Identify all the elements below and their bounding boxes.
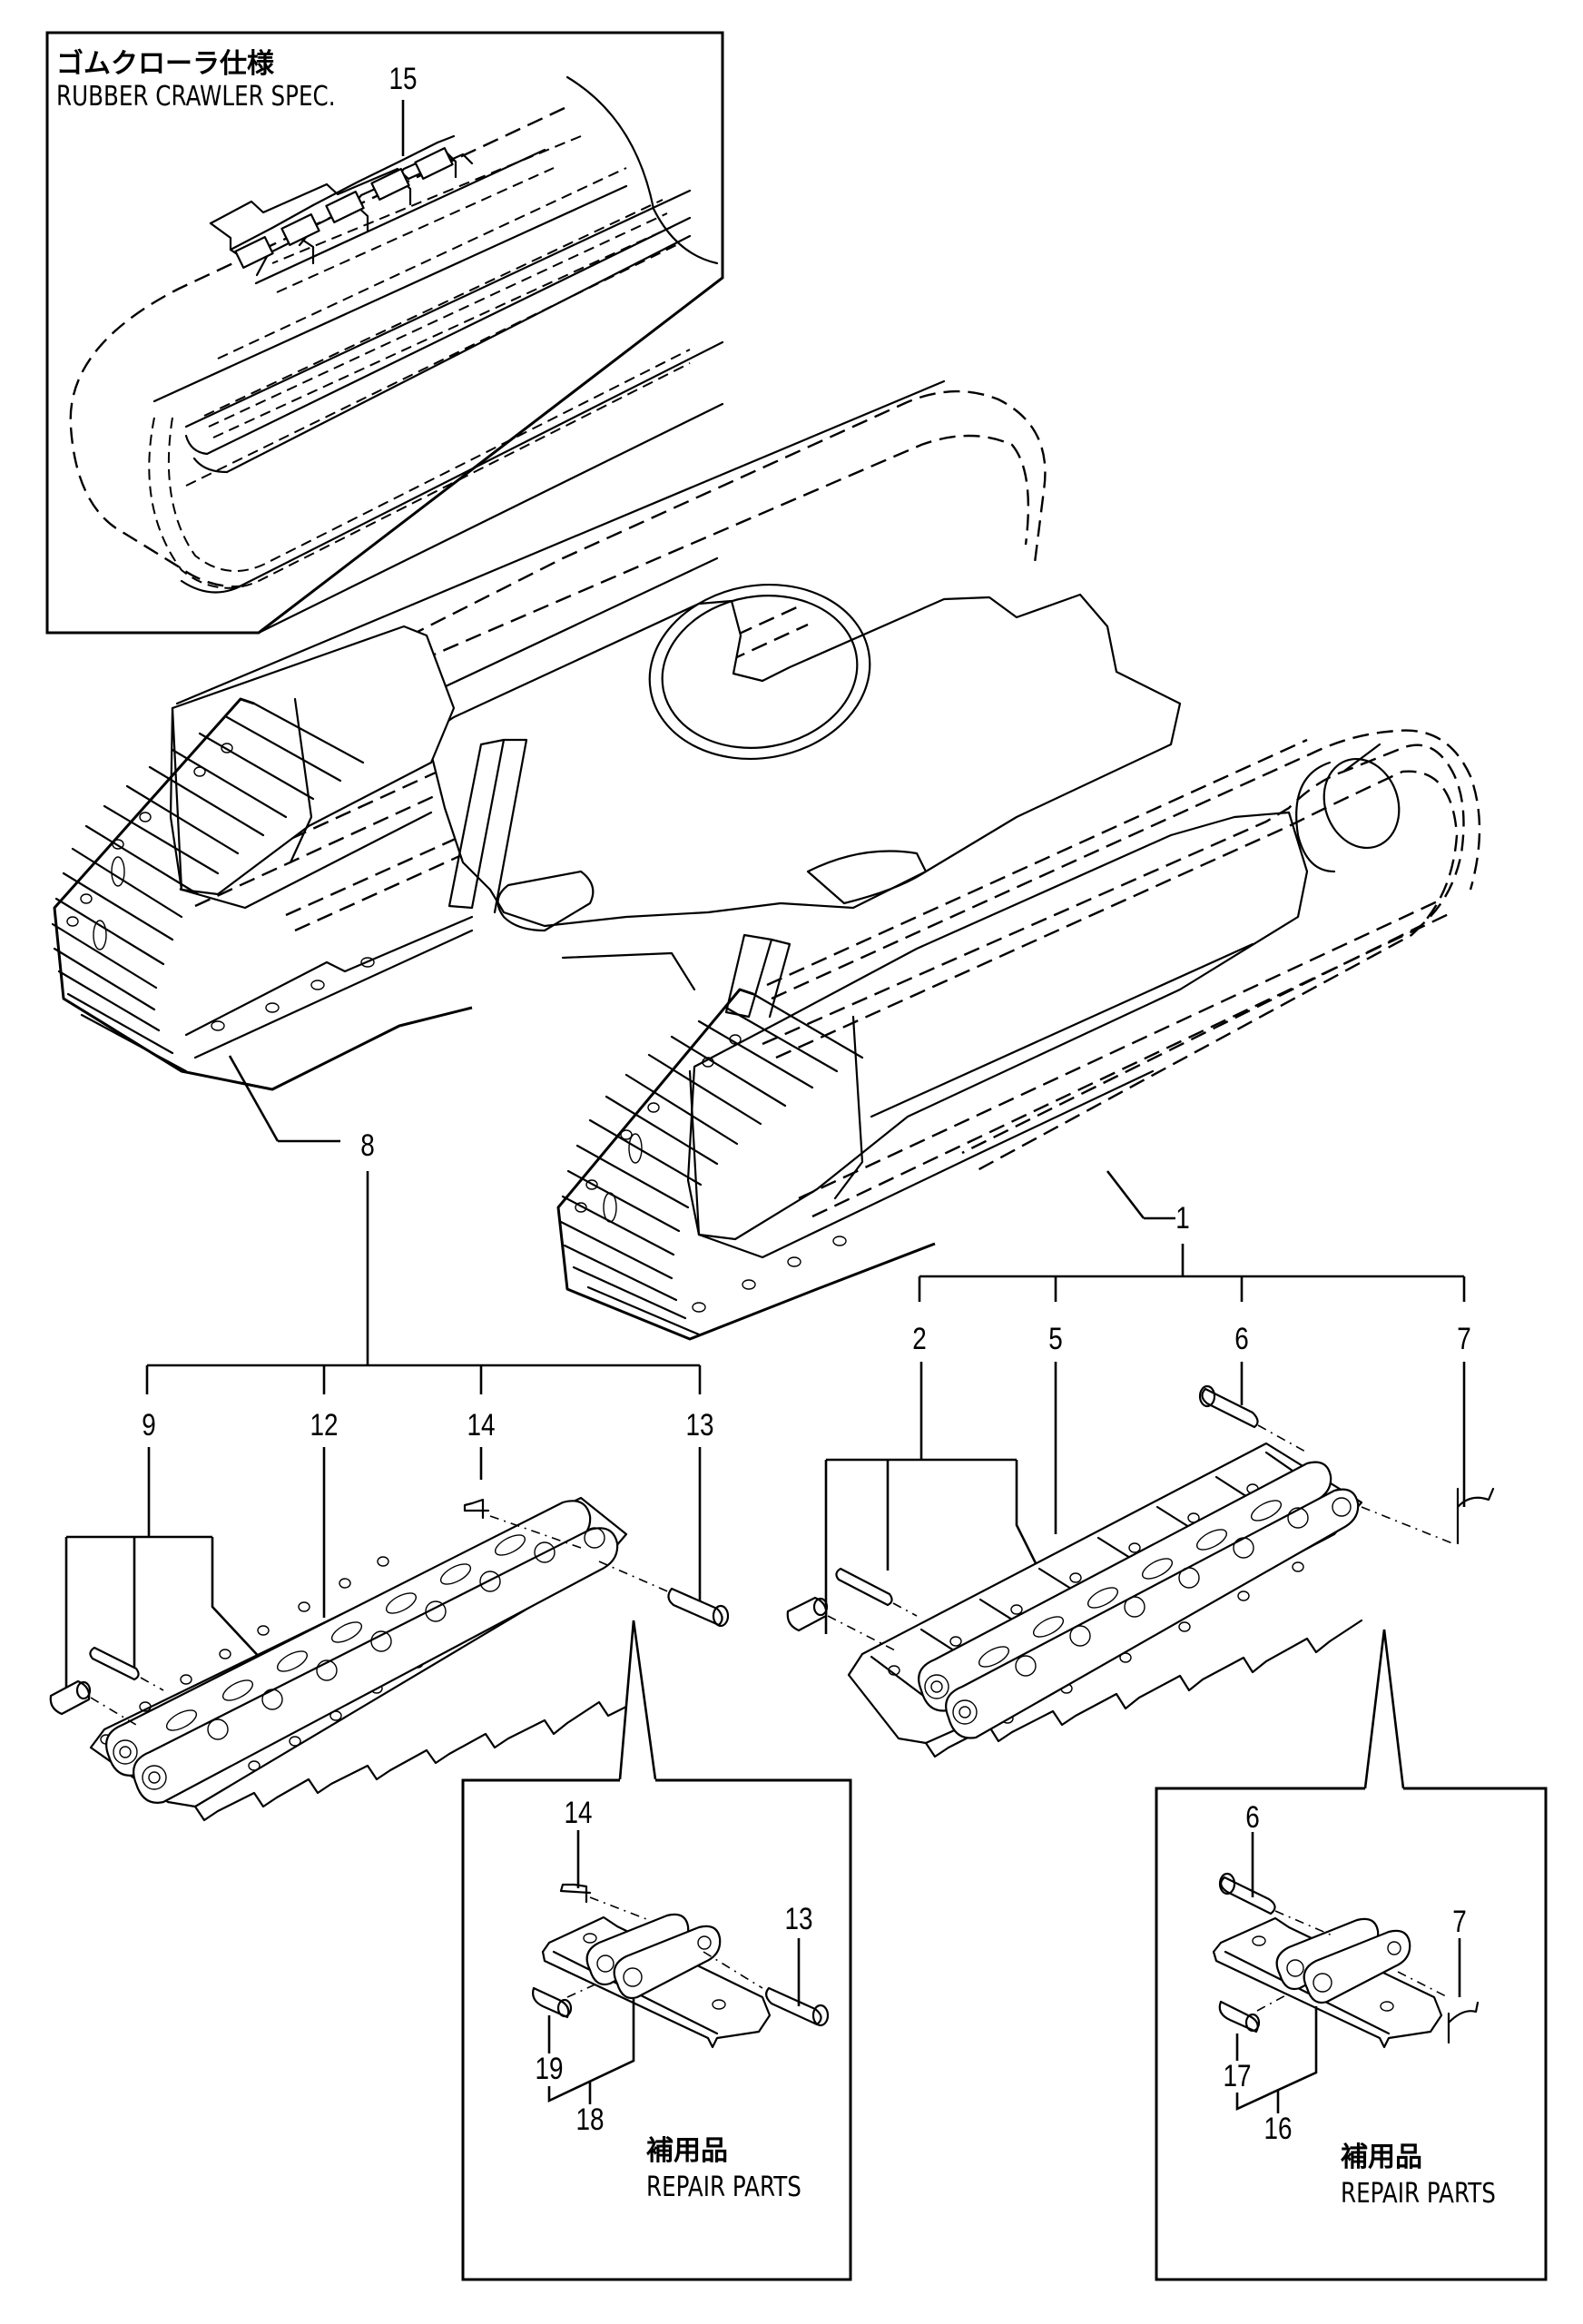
callout-15[interactable]: 15	[388, 62, 418, 96]
leader-8-diag	[228, 1055, 280, 1142]
bushing-2	[786, 1596, 829, 1632]
bushing-9	[49, 1679, 92, 1716]
left-chain-assembly	[49, 1496, 730, 1822]
repair-right-callout-17[interactable]: 17	[1223, 2059, 1252, 2093]
repair-right-title-en: REPAIR PARTS	[1341, 2178, 1496, 2210]
callout-12[interactable]: 12	[310, 1408, 339, 1443]
pin-6	[1198, 1384, 1259, 1429]
repair-pointer-left	[618, 1620, 657, 1780]
repair-left-callout-19[interactable]: 19	[535, 2052, 564, 2086]
clip-7	[1456, 1487, 1495, 1545]
repair-right-callout-7[interactable]: 7	[1452, 1905, 1467, 1939]
callout-14[interactable]: 14	[467, 1408, 496, 1443]
repair-box-right	[1155, 1787, 1548, 2281]
callout-tree-8	[64, 1171, 702, 1707]
inset-title-jp: ゴムクローラ仕様	[56, 48, 274, 80]
pin-2	[835, 1567, 893, 1607]
inset-frame	[45, 31, 724, 635]
repair-left-title-en: REPAIR PARTS	[646, 2171, 801, 2203]
repair-left-callout-13[interactable]: 13	[784, 1902, 813, 1936]
rubber-crawler-inset	[45, 31, 724, 635]
callout-2[interactable]: 2	[912, 1322, 927, 1356]
repair-left-callout-14[interactable]: 14	[564, 1796, 593, 1830]
callout-9[interactable]: 9	[142, 1408, 156, 1443]
callout-8[interactable]: 8	[360, 1128, 375, 1163]
right-chain-assembly	[786, 1384, 1495, 1758]
left-track-shoes	[51, 697, 474, 1091]
callout-13[interactable]: 13	[685, 1408, 714, 1443]
right-track-shoes	[556, 988, 936, 1341]
pin-13	[667, 1587, 730, 1628]
undercarriage-drawing	[51, 379, 1481, 1341]
inset-title-en: RUBBER CRAWLER SPEC.	[56, 81, 336, 113]
repair-pointer-right	[1363, 1629, 1405, 1789]
repair-right-title-jp: 補用品	[1341, 2142, 1422, 2173]
rubber-crawler-drawing	[69, 75, 724, 635]
repair-right-callout-6[interactable]: 6	[1245, 1800, 1260, 1835]
repair-left-callout-18[interactable]: 18	[575, 2102, 605, 2137]
callout-7[interactable]: 7	[1457, 1322, 1471, 1356]
callout-5[interactable]: 5	[1048, 1322, 1063, 1356]
pin-9	[89, 1646, 140, 1681]
repair-right-callout-16[interactable]: 16	[1263, 2112, 1293, 2146]
repair-box-left	[461, 1778, 852, 2281]
leader-1-diag	[1106, 1170, 1145, 1219]
clip-14	[463, 1498, 490, 1520]
callout-6[interactable]: 6	[1234, 1322, 1249, 1356]
repair-left-title-jp: 補用品	[646, 2135, 728, 2167]
callout-1[interactable]: 1	[1175, 1201, 1190, 1236]
